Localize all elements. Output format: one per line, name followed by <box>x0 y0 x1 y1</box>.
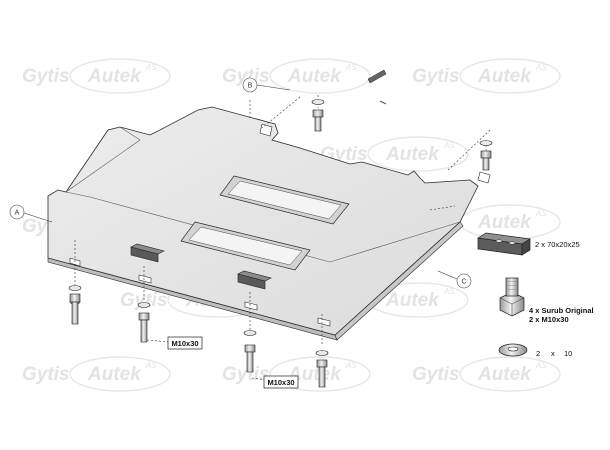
assembly-guide-lines <box>74 95 491 382</box>
spacer-block <box>237 270 272 290</box>
svg-text:AS: AS <box>443 287 455 296</box>
washer-qty: 2 <box>536 349 540 358</box>
bolt-group-mid <box>243 330 257 373</box>
svg-text:Gytis: Gytis <box>120 290 168 311</box>
svg-text:A: A <box>15 210 20 217</box>
bolt-head-icon <box>312 109 324 118</box>
svg-text:M10x30: M10x30 <box>267 378 294 387</box>
watermark: Gytis Autek AS <box>412 356 561 392</box>
svg-text:Autek: Autek <box>287 364 342 385</box>
bolt-group-top-b <box>311 99 325 132</box>
svg-text:Gytis: Gytis <box>412 364 460 385</box>
bolt-head-icon <box>244 344 256 353</box>
washer-icon <box>311 99 325 105</box>
svg-text:Autek: Autek <box>385 290 440 311</box>
mounting-slot <box>317 317 331 327</box>
washer-icon <box>479 140 493 146</box>
svg-text:AS: AS <box>535 361 547 370</box>
callout-b: B <box>242 77 291 93</box>
skid-plate <box>47 106 491 341</box>
mounting-slot <box>259 123 273 137</box>
mounting-slot <box>477 171 491 184</box>
direction-arrow-icon <box>367 69 387 105</box>
svg-text:AS: AS <box>145 361 157 370</box>
washer-x: x <box>551 349 555 358</box>
svg-text:Autek: Autek <box>87 66 142 87</box>
spacer-plate-icon <box>476 232 532 256</box>
bolt-shank-icon <box>318 366 326 388</box>
washer-icon <box>315 350 329 356</box>
mounting-slot <box>138 274 152 284</box>
svg-text:C: C <box>461 279 466 286</box>
bolt-shank-icon <box>482 157 490 171</box>
svg-text:AS: AS <box>535 209 547 218</box>
washer-icon <box>68 285 82 291</box>
bolt-shank-icon <box>246 351 254 373</box>
spacer-block <box>130 243 165 263</box>
svg-text:Autek: Autek <box>477 66 532 87</box>
watermark: Gytis Autek AS <box>412 58 561 94</box>
svg-text:AS: AS <box>345 361 357 370</box>
washer-size: 10 <box>564 349 572 358</box>
watermark: Gytis Autek AS <box>22 58 171 94</box>
washer-icon <box>498 343 528 357</box>
bolt-group-left-2 <box>137 302 151 343</box>
plate-body <box>47 106 479 336</box>
parts-legend: 2 x 70x20x25 4 x Surub Original 2 x M10x… <box>476 232 594 358</box>
svg-text:Gytis: Gytis <box>412 66 460 87</box>
stamped-recess-lower <box>180 221 311 271</box>
bolt-shank-icon <box>71 301 79 325</box>
bolt-group-right <box>315 350 329 388</box>
bolt-shank-icon <box>314 116 322 132</box>
bolt-head-icon <box>69 293 81 303</box>
svg-text:Autek: Autek <box>477 364 532 385</box>
washer-icon <box>243 330 257 336</box>
bolt-tag-left: M10x30 <box>167 336 203 350</box>
svg-text:B: B <box>248 83 253 90</box>
bolt-group-left-1 <box>68 285 82 325</box>
watermark-layer: Gytis Autek AS Gytis Autek AS Gytis Aute… <box>22 58 561 392</box>
svg-text:AS: AS <box>535 63 547 72</box>
svg-text:Autek: Autek <box>385 144 440 165</box>
svg-text:Gytis: Gytis <box>22 364 70 385</box>
svg-text:Gytis: Gytis <box>22 66 70 87</box>
watermark: Gytis Autek AS <box>222 58 371 94</box>
bolt-group-top-right <box>479 140 493 171</box>
svg-text:AS: AS <box>345 63 357 72</box>
svg-text:AS: AS <box>145 63 157 72</box>
plate-bend-line <box>157 109 199 132</box>
svg-text:M10x30: M10x30 <box>171 339 198 348</box>
washer-icon <box>137 302 151 308</box>
bolt-shank-icon <box>140 319 148 343</box>
svg-text:Autek: Autek <box>87 364 142 385</box>
callout-a: A <box>9 204 53 223</box>
watermark: Gytis Autek AS <box>222 356 371 392</box>
bolt-icon <box>499 277 525 317</box>
svg-text:Gytis: Gytis <box>222 364 270 385</box>
svg-text:Gytis: Gytis <box>222 66 270 87</box>
svg-text:Autek: Autek <box>287 66 342 87</box>
svg-text:Autek: Autek <box>477 212 532 233</box>
watermark: Gytis Autek AS <box>22 356 171 392</box>
svg-text:AS: AS <box>443 141 455 150</box>
bolt-label-line2: 2 x M10x30 <box>529 315 569 324</box>
stamped-recess-upper <box>219 175 350 225</box>
bolt-head-icon <box>316 359 328 368</box>
spacer-plate-label: 2 x 70x20x25 <box>535 240 580 249</box>
callout-c: C <box>437 270 472 289</box>
bolt-head-icon <box>480 150 492 159</box>
plate-bend-line <box>65 126 141 193</box>
mounting-slot <box>244 301 258 311</box>
bolt-label-line1: 4 x Surub Original <box>529 306 594 315</box>
bolt-head-icon <box>138 312 150 321</box>
bolt-tag-right: M10x30 <box>263 375 299 389</box>
